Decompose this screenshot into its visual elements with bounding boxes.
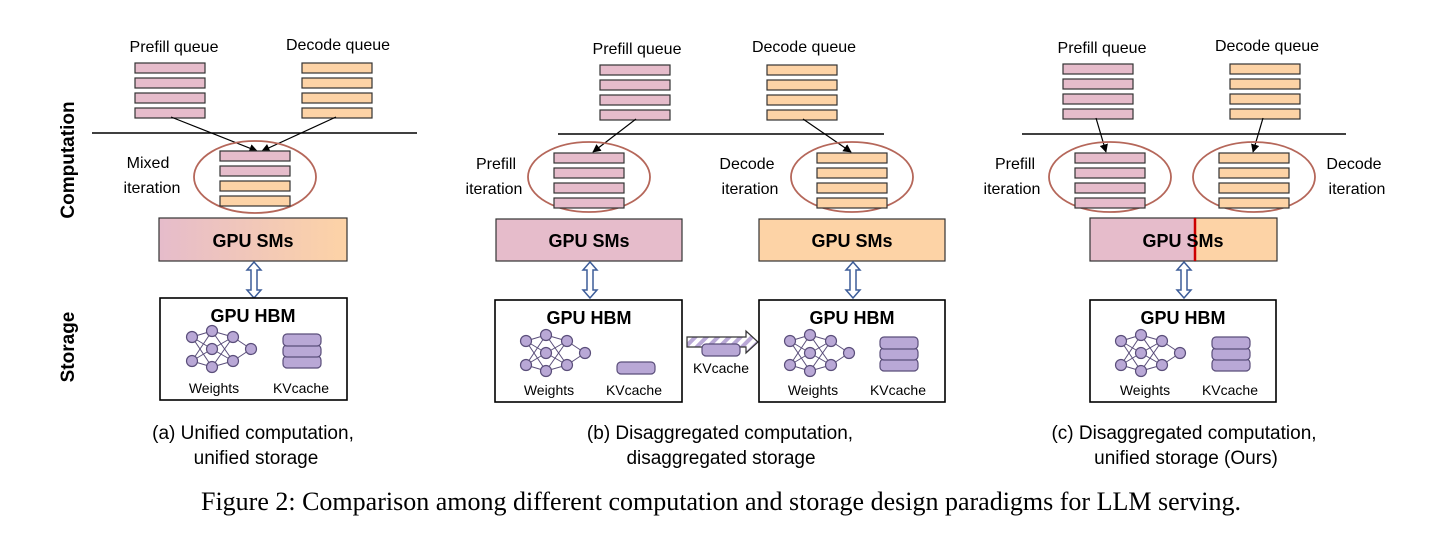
panel-b: Prefill queue Decode queue Prefill itera… <box>466 39 946 469</box>
decode-queue-label: Decode queue <box>752 39 856 56</box>
panel-a: Prefill queue Decode queue Mixed iterati… <box>92 37 417 469</box>
double-arrow-icon <box>844 260 862 300</box>
kvcache-label: KVcache <box>1202 382 1258 398</box>
caption-b-line2: disaggregated storage <box>626 448 815 469</box>
decode-arrow <box>261 116 337 152</box>
prefill-arrow <box>592 118 637 153</box>
prefill-arrow <box>170 116 258 153</box>
mixed-iteration-ellipse <box>193 140 317 214</box>
decode-queue <box>766 64 838 121</box>
kvcache-database-icon <box>282 333 322 369</box>
prefill-queue-label: Prefill queue <box>130 39 219 56</box>
mixed-iteration-label-2: iteration <box>124 180 181 197</box>
gpu-sms-label-right: GPU SMs <box>811 231 892 251</box>
gpu-sms-label-left: GPU SMs <box>548 231 629 251</box>
prefill-iteration-label-1: Prefill <box>995 156 1035 173</box>
weights-label: Weights <box>189 380 239 396</box>
kvcache-label-right: KVcache <box>870 382 926 398</box>
kvcache-transfer-arrow-icon <box>686 329 759 355</box>
panel-c: Prefill queue Decode queue Prefill itera… <box>984 38 1386 469</box>
kvcache-label-left: KVcache <box>606 382 662 398</box>
weights-label-left: Weights <box>524 382 574 398</box>
kvcache-database-icon <box>879 336 919 372</box>
decode-queue-label: Decode queue <box>286 37 390 54</box>
decode-iteration-ellipse <box>790 141 914 213</box>
gpu-hbm-label: GPU HBM <box>1141 308 1226 328</box>
weights-label-right: Weights <box>788 382 838 398</box>
mixed-iteration-label-1: Mixed <box>127 155 170 172</box>
gpu-sms-box <box>158 217 348 262</box>
prefill-queue <box>599 64 671 121</box>
neural-network-icon <box>519 328 592 378</box>
prefill-queue-label: Prefill queue <box>593 41 682 58</box>
caption-a-line1: (a) Unified computation, <box>152 423 354 444</box>
storage-side-label: Storage <box>58 312 79 383</box>
decode-iteration-label-1: Decode <box>1326 156 1381 173</box>
neural-network-icon <box>185 324 258 374</box>
gpu-hbm-label-right: GPU HBM <box>810 308 895 328</box>
decode-iteration-label-1: Decode <box>719 156 774 173</box>
prefill-iteration-batch <box>1074 152 1146 209</box>
double-arrow-icon <box>245 260 263 300</box>
prefill-iteration-ellipse <box>1048 141 1172 213</box>
gpu-sms-label: GPU SMs <box>212 231 293 251</box>
kvcache-database-icon <box>616 361 656 375</box>
decode-iteration-batch <box>816 152 888 209</box>
prefill-iteration-label-1: Prefill <box>476 156 516 173</box>
decode-arrow <box>1251 117 1264 153</box>
decode-queue <box>1229 63 1301 120</box>
gpu-hbm-label-left: GPU HBM <box>547 308 632 328</box>
gpu-sms-prefill-partition <box>1089 217 1196 262</box>
decode-queue <box>301 62 373 119</box>
gpu-sms-box-left <box>495 218 683 262</box>
gpu-sms-box-right <box>758 218 946 262</box>
prefill-iteration-ellipse <box>527 141 651 213</box>
computation-side-label: Computation <box>58 101 79 218</box>
transfer-kvcache-label: KVcache <box>693 360 749 376</box>
prefill-iteration-batch <box>553 152 625 209</box>
caption-b-line1: (b) Disaggregated computation, <box>587 423 853 444</box>
neural-network-icon <box>1114 328 1187 378</box>
prefill-queue-label: Prefill queue <box>1058 40 1147 57</box>
prefill-queue <box>1062 63 1134 120</box>
double-arrow-icon <box>1175 260 1193 300</box>
decode-iteration-label-2: iteration <box>722 181 779 198</box>
decode-iteration-ellipse <box>1192 141 1316 213</box>
prefill-iteration-label-2: iteration <box>984 181 1041 198</box>
caption-c-line1: (c) Disaggregated computation, <box>1051 423 1316 444</box>
kvcache-database-icon <box>1211 336 1251 372</box>
double-arrow-icon <box>581 260 599 300</box>
figure-caption: Figure 2: Comparison among different com… <box>201 487 1241 516</box>
decode-iteration-batch <box>1218 152 1290 209</box>
decode-queue-label: Decode queue <box>1215 38 1319 55</box>
caption-a-line2: unified storage <box>194 448 319 469</box>
neural-network-icon <box>783 328 856 378</box>
prefill-arrow <box>1095 117 1108 153</box>
transfer-kvcache-icon <box>701 343 741 357</box>
mixed-iteration-batch <box>219 150 291 207</box>
gpu-hbm-label: GPU HBM <box>211 306 296 326</box>
caption-c-line2: unified storage (Ours) <box>1094 448 1278 469</box>
decode-iteration-label-2: iteration <box>1329 181 1386 198</box>
weights-label: Weights <box>1120 382 1170 398</box>
kvcache-label: KVcache <box>273 380 329 396</box>
decode-arrow <box>802 118 852 153</box>
prefill-iteration-label-2: iteration <box>466 181 523 198</box>
gpu-sms-label: GPU SMs <box>1142 231 1223 251</box>
prefill-queue <box>134 62 206 119</box>
